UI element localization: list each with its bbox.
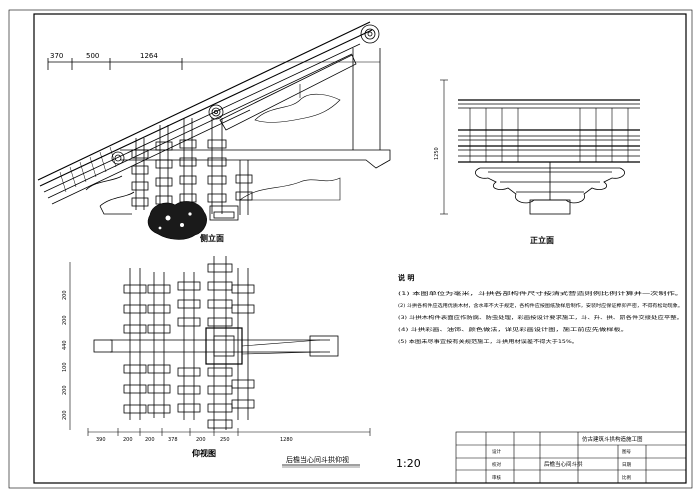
plan-stack-3 [177,272,201,420]
bottom-view-title: 仰视图 [192,448,216,458]
bracket-column-4 [207,118,227,214]
side-elevation [37,21,391,221]
title-block-label: 日期 [622,462,631,468]
center-square [205,327,243,365]
dim-text: 200 [62,385,68,395]
bracket-scroll [208,104,224,120]
title-block-label: 比例 [622,474,631,481]
note-item: (3) 斗拱木构件表面应作防腐、防虫处理，彩画按设计要求施工，斗、升、拱、昂各件… [398,314,683,321]
main-beam [120,149,391,169]
dim-text: 378 [168,437,178,443]
dim-text: 1280 [280,437,293,443]
dim-text: 250 [220,437,230,443]
rafter-line [43,43,361,193]
plan-stack-1 [123,268,147,420]
rafter-line [39,29,373,187]
title-block-label: 审核 [492,474,501,481]
dim-text: 100 [62,362,68,372]
bracket-column-2 [155,125,173,212]
bracket-column-5 [235,160,253,215]
lever-arm [219,54,357,131]
arm-end-right [309,335,339,357]
scale-text: 1:20 [396,457,421,470]
dim-text: 200 [62,315,68,325]
note-item: (1) 本图单位为毫米，斗拱各部构件尺寸按清式营造则例比例计算并一次制作。 [398,290,683,297]
dim-text: 200 [123,437,133,443]
front-elevation [440,79,640,215]
title-block-drawing: 后檐当心间斗拱 [544,460,583,468]
bracket-column-3 [179,118,197,212]
plan-stack-2 [147,272,171,418]
dim-text: 500 [86,52,99,60]
dim-text: 1264 [140,52,158,60]
title-block-project: 仿古建筑斗拱构造施工图 [582,435,643,443]
plan-stack-5 [231,268,255,420]
ridge-scroll [360,24,380,44]
bracket-scroll [111,151,125,165]
dim-text: 200 [145,437,155,443]
bracket-column-1 [131,138,149,210]
note-item: (5) 本图未尽事宜按有关规范施工，斗拱用材误差不得大于15%。 [398,338,578,345]
title-block-label: 校对 [492,461,501,468]
front-view-title: 正立面 [530,235,554,245]
center-inner [213,335,235,357]
title-block [455,431,687,484]
dim-text: 200 [62,410,68,420]
plan-title: 后檐当心间斗拱仰视 [286,455,349,464]
bottom-plan [69,256,371,468]
inner-frame [33,13,687,484]
dim-text: 440 [62,340,68,350]
dim-text: 390 [96,437,106,443]
rafter-line [47,53,353,199]
cloud-ornament-lower [239,177,341,201]
note-item: (2) 斗拱各构件应选用优质木材，含水率不大于规定，各构件应按图纸放样后制作，安… [398,302,683,309]
dim-text: 1250 [434,147,440,160]
plan-stack-4 [207,256,233,430]
notes-title: 说 明 [398,273,414,282]
eave-curve [85,175,123,191]
title-block-label: 设计 [492,448,501,455]
dim-text: 200 [62,290,68,300]
title-block-label: 图号 [622,449,631,455]
rafter-hatch [59,146,117,193]
rafter-line [37,21,371,181]
note-item: (4) 斗拱彩画、油饰、颜色做法，详见彩画设计图，施工前应先做样板。 [398,326,628,333]
outer-frame [8,9,693,489]
cloud-ornament [254,93,341,123]
dim-text: 370 [50,52,63,60]
rock-ornament [147,201,207,240]
rafter-line [51,109,251,205]
arm-end-left [93,339,113,353]
side-view-title: 侧立面 [200,233,224,243]
center-block [529,199,571,215]
base-block [209,205,239,221]
dim-text: 200 [196,437,206,443]
